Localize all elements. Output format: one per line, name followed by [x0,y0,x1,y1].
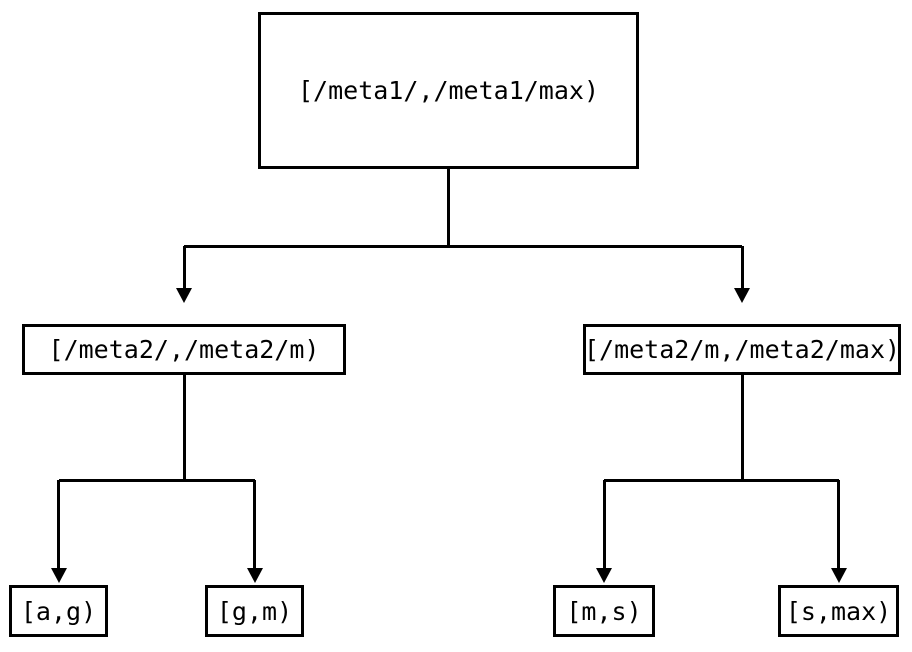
node-leaf-3-label: [m,s) [566,596,642,626]
edge-root-horizontal-bar [184,244,742,248]
node-mid-right-label: [/meta2/m,/meta2/max) [583,335,901,364]
arrowhead-leaf-2-icon [246,568,263,583]
edge-mid-right-horizontal-bar [604,478,839,482]
node-leaf-2-label: [g,m) [216,596,293,626]
arrowhead-mid-right-icon [734,288,750,303]
node-root[interactable]: [/meta1/,/meta1/max) [258,12,639,169]
node-leaf-4[interactable]: [s,max) [778,585,899,637]
node-leaf-1-label: [a,g) [20,596,97,626]
arrowhead-mid-left-icon [176,288,192,303]
edge-mid-left-to-leaf-1 [57,480,60,568]
arrowhead-leaf-1-icon [50,568,67,583]
edge-root-stem [447,169,450,246]
node-mid-left[interactable]: [/meta2/,/meta2/m) [22,324,346,375]
node-leaf-2[interactable]: [g,m) [205,585,304,637]
node-mid-right[interactable]: [/meta2/m,/meta2/max) [583,324,901,375]
edge-mid-right-to-leaf-4 [837,480,840,568]
edge-mid-right-stem [740,375,744,480]
node-mid-left-label: [/meta2/,/meta2/m) [48,335,320,364]
edge-mid-left-to-leaf-2 [253,480,256,568]
edge-mid-left-stem [182,375,186,480]
edge-root-to-mid-right [740,246,744,288]
arrowhead-leaf-4-icon [830,568,847,583]
node-leaf-3[interactable]: [m,s) [553,585,655,637]
arrowhead-leaf-3-icon [596,568,612,583]
node-leaf-1[interactable]: [a,g) [9,585,108,637]
edge-mid-right-to-leaf-3 [602,480,606,568]
edge-mid-left-horizontal-bar [58,478,255,482]
node-leaf-4-label: [s,max) [785,596,892,626]
node-root-label: [/meta1/,/meta1/max) [297,76,600,105]
edge-root-to-mid-left [182,246,186,288]
